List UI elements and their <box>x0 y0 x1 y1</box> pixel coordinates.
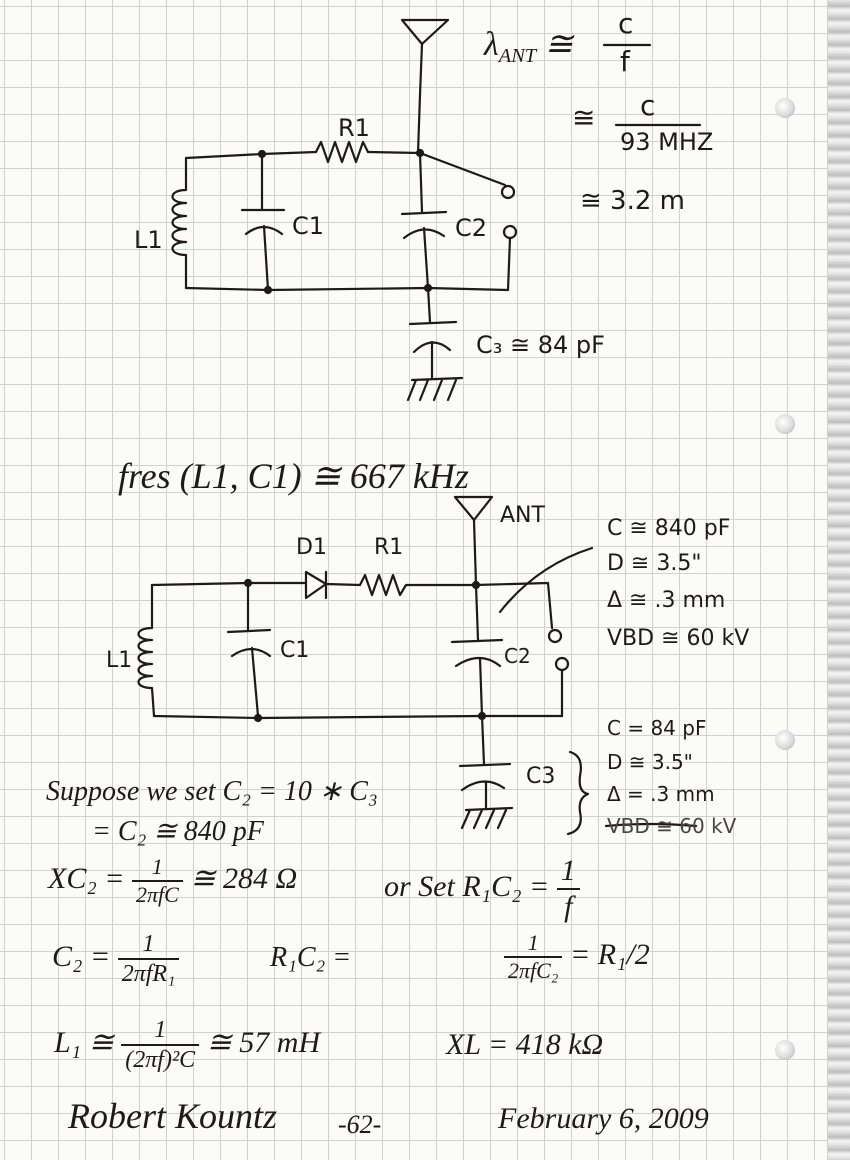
spiral-binding <box>827 0 850 1160</box>
xl-equation: XL = 418 kΩ <box>446 1028 604 1061</box>
c2-spec-breakdown: VBD ≅ 60 kV <box>607 626 750 651</box>
diode-d1 <box>298 570 362 600</box>
l1-equation: L₁ ≅ 1(2πf)²C ≅ 57 mH <box>54 1017 321 1073</box>
label-c1-top: C1 <box>292 212 325 240</box>
c3-spec-breakdown: VBD ≅ 60 kV <box>607 814 737 838</box>
label-c1-bottom: C1 <box>280 638 310 663</box>
punch-hole-3 <box>775 730 795 750</box>
inductor-l1-1 <box>171 156 188 290</box>
label-ant: ANT <box>500 503 545 528</box>
terminal-2a <box>547 628 563 644</box>
capacitor-c1-1 <box>240 152 286 292</box>
top-wire-1 <box>184 150 318 160</box>
page-number: -62- <box>338 1110 382 1139</box>
terminal-2b <box>554 656 570 672</box>
circuit-2 <box>137 495 594 836</box>
antenna-wire-2 <box>472 518 478 587</box>
resistor-r1-2 <box>358 573 478 597</box>
fres-equation: fres (L1, C1) ≅ 667 kHz <box>118 456 469 496</box>
bottom-wire-2 <box>152 714 564 720</box>
c3-spec-gap: Δ = .3 mm <box>607 782 715 806</box>
capacitor-c3-2 <box>458 714 512 810</box>
bottom-wire-1 <box>184 286 510 292</box>
label-c2-top: C2 <box>455 214 488 242</box>
entry-date: February 6, 2009 <box>498 1102 709 1135</box>
c2-spec-diameter: D ≅ 3.5" <box>607 551 702 576</box>
c2-spec-gap: Δ ≅ .3 mm <box>607 588 726 613</box>
c2-spec-capacitance: C ≅ 840 pF <box>607 516 731 541</box>
suppose-line: Suppose we set C₂ = 10 ∗ C₃ <box>46 776 378 807</box>
ground-symbol-2 <box>460 806 514 830</box>
label-d1: D1 <box>296 535 327 560</box>
lambda-den-2: 93 MHZ <box>620 128 714 156</box>
lambda-ant: λANT ≅ <box>484 26 574 68</box>
capacitor-c2-2 <box>450 583 504 718</box>
wavelength-result: ≅ 3.2 m <box>580 186 685 216</box>
capacitor-c3-1 <box>408 286 458 380</box>
punch-hole-1 <box>775 98 795 118</box>
top-wire-1b <box>366 150 507 187</box>
label-c3-bottom: C3 <box>526 764 556 789</box>
capacitor-c2-1 <box>400 151 448 290</box>
strike-out <box>604 822 698 828</box>
r1c2-equation: R₁C₂ = <box>270 942 352 973</box>
lambda-den: f <box>620 45 630 78</box>
terminal-1a <box>500 184 516 200</box>
top-wire-2 <box>150 581 302 587</box>
author-signature: Robert Kountz <box>68 1096 278 1136</box>
terminal-wire-1 <box>506 236 512 292</box>
antenna-symbol-2 <box>453 495 494 522</box>
c3-spec-diameter: D ≅ 3.5" <box>607 750 693 774</box>
brace <box>566 750 590 836</box>
suppose-line-2: = C₂ ≅ 840 pF <box>92 816 264 847</box>
antenna-symbol-1 <box>400 18 450 46</box>
lambda-num-2: c <box>640 89 656 122</box>
annotation-pointer <box>498 546 594 614</box>
lambda-num: c <box>618 7 634 40</box>
label-r1-top: R1 <box>338 114 370 142</box>
inductor-l1-2 <box>137 583 156 718</box>
resistor-r1-1 <box>314 140 370 164</box>
punch-hole-2 <box>775 414 795 434</box>
c3-spec-capacitance: C = 84 pF <box>607 716 707 740</box>
label-c2-bottom: C2 <box>504 644 531 668</box>
label-r1-bottom: R1 <box>374 535 404 560</box>
c3-value-top: C₃ ≅ 84 pF <box>476 331 605 359</box>
terminal-wire-2 <box>474 581 554 630</box>
circuit-1 <box>171 18 518 402</box>
punch-hole-4 <box>775 1040 795 1060</box>
approx-sign-2: ≅ <box>572 101 596 134</box>
ground-symbol-1 <box>406 376 464 402</box>
antenna-wire-1 <box>416 42 424 155</box>
label-l1-bottom: L1 <box>106 648 133 673</box>
label-l1-top: L1 <box>134 226 163 254</box>
terminal-1b <box>502 224 518 240</box>
capacitor-c1-2 <box>226 581 272 718</box>
